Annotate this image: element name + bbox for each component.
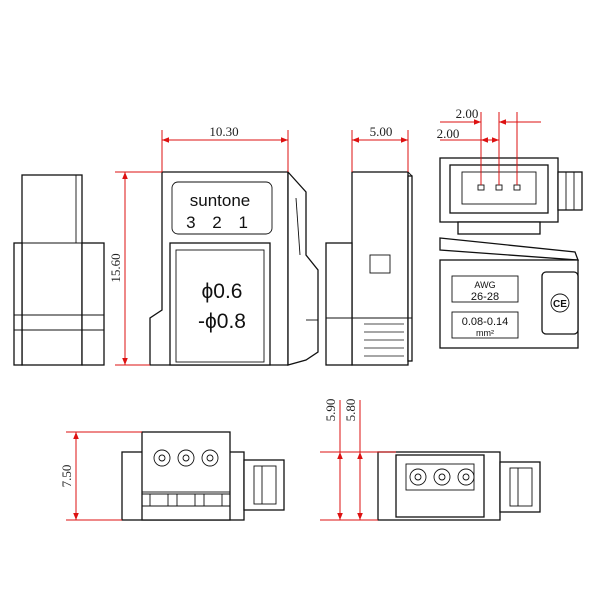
ce-mark: CE bbox=[553, 299, 567, 310]
view-awg-label: AWG 26-28 0.08-0.14 mm² CE bbox=[439, 237, 579, 349]
view-side: 5.00 bbox=[325, 124, 413, 366]
dim-pitch-bottom: 2.00 bbox=[437, 126, 460, 141]
view-front: suntone 3 2 1 ϕ0.6 -ϕ0.8 10.30 15.60 bbox=[108, 124, 319, 366]
dim-width-front: 10.30 bbox=[209, 124, 238, 139]
dim-width-side: 5.00 bbox=[370, 124, 393, 139]
view-bottom-left: 7.50 bbox=[59, 431, 285, 521]
front-range-line1: ϕ0.6 bbox=[202, 280, 243, 303]
view-top: 2.00 2.00 bbox=[437, 106, 583, 235]
awg-range: 26-28 bbox=[471, 291, 499, 303]
dim-height-bottom-left: 7.50 bbox=[59, 465, 74, 488]
mm-range: 0.08-0.14 bbox=[462, 316, 508, 328]
awg-title: AWG bbox=[474, 280, 495, 290]
view-left-profile bbox=[13, 174, 105, 366]
front-brand-text: suntone bbox=[190, 191, 251, 210]
front-pins-text: 3 2 1 bbox=[186, 213, 254, 232]
front-range-line2: -ϕ0.8 bbox=[198, 310, 246, 333]
dim-height-bottom-b: 5.80 bbox=[343, 399, 358, 422]
dim-height-front: 15.60 bbox=[108, 253, 123, 282]
mm-unit: mm² bbox=[476, 328, 494, 338]
dim-height-bottom-a: 5.90 bbox=[323, 399, 338, 422]
dim-pitch-top: 2.00 bbox=[456, 106, 479, 121]
view-bottom-right: 5.90 5.80 bbox=[320, 399, 541, 521]
